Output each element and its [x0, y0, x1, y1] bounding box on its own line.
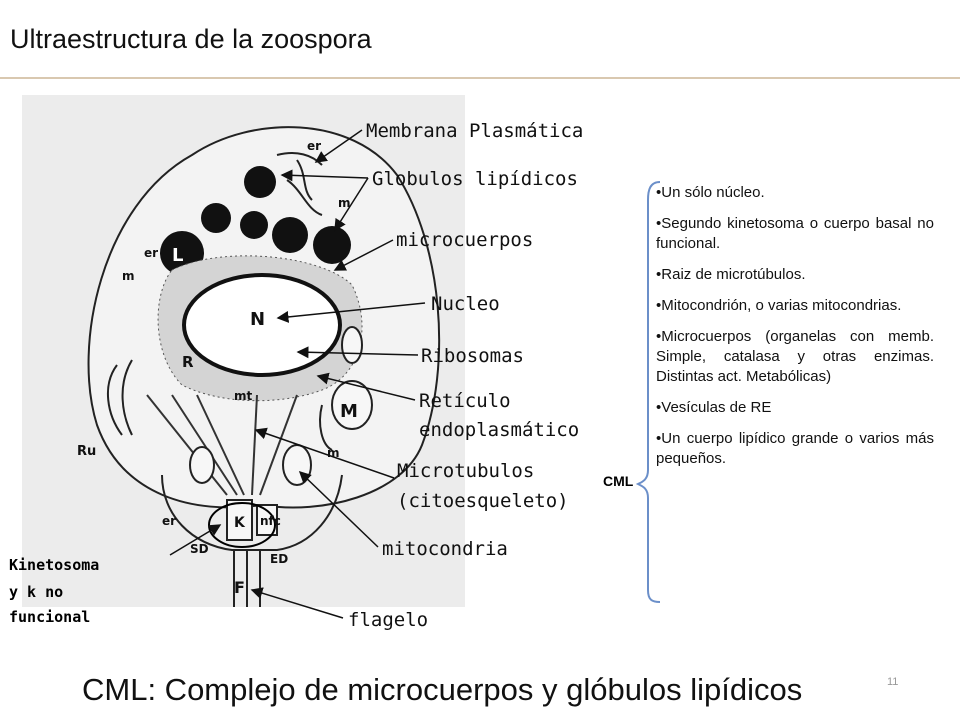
zoospore-diagram: er m L er m N R mt M m Ru K nfc er SD ED… — [22, 95, 465, 607]
label-microtubulos-line1: Microtubulos — [397, 460, 535, 482]
mt-letter: mt — [234, 389, 253, 403]
label-nucleo: Nucleo — [431, 293, 500, 315]
feature-item: Raiz de microtúbulos. — [656, 265, 934, 285]
feature-item: Un cuerpo lipídico grande o varios más p… — [656, 429, 934, 469]
ED-letter: ED — [270, 552, 288, 566]
label-ribosomas: Ribosomas — [421, 345, 524, 367]
label-reticulo-line2: endoplasmático — [419, 419, 580, 441]
er-bottom-letter: er — [162, 514, 176, 528]
label-kinetosoma-line3: funcional — [9, 608, 91, 626]
label-microtubulos-line2: (citoesqueleto) — [397, 490, 569, 512]
label-flagelo: flagelo — [348, 609, 429, 631]
M-letter: M — [340, 401, 358, 422]
footer-caption: CML: Complejo de microcuerpos y glóbulos… — [82, 672, 803, 707]
m-left-letter: m — [122, 269, 135, 283]
feature-item: Microcuerpos (organelas con memb. Simple… — [656, 327, 934, 387]
er-top-letter: er — [307, 139, 321, 153]
nfc-letter: nfc — [260, 514, 281, 528]
label-kinetosoma-line1: Kinetosoma — [9, 556, 100, 574]
K-letter: K — [234, 515, 246, 531]
label-mitocondria: mitocondria — [382, 538, 508, 560]
title-divider — [0, 77, 960, 79]
slide-title: Ultraestructura de la zoospora — [10, 24, 372, 54]
er-left-letter: er — [144, 246, 158, 260]
label-membrana: Membrana Plasmática — [366, 120, 584, 142]
m-right-letter: m — [327, 446, 340, 460]
feature-item: Un sólo núcleo. — [656, 183, 934, 203]
L-letter: L — [172, 245, 183, 266]
R-letter: R — [182, 353, 194, 371]
label-globulos: Globulos lipídicos — [372, 168, 578, 190]
feature-item: Vesículas de RE — [656, 398, 934, 418]
N-letter: N — [250, 309, 265, 330]
rumposome — [106, 359, 133, 436]
label-microcuerpos: microcuerpos — [396, 229, 534, 251]
m-top-letter: m — [338, 196, 351, 210]
SD-letter: SD — [190, 542, 209, 556]
label-kinetosoma-line2: y k no — [9, 583, 64, 601]
F-letter: F — [234, 578, 245, 597]
feature-list: Un sólo núcleo. Segundo kinetosoma o cue… — [656, 183, 934, 480]
kinetosome — [226, 499, 253, 541]
cml-label: CML — [603, 473, 634, 489]
feature-item: Mitocondrión, o varias mitocondrias. — [656, 296, 934, 316]
feature-item: Segundo kinetosoma o cuerpo basal no fun… — [656, 214, 934, 254]
Ru-letter: Ru — [77, 444, 96, 459]
slide-number: 11 — [887, 676, 899, 688]
label-reticulo-line1: Retículo — [419, 390, 511, 412]
